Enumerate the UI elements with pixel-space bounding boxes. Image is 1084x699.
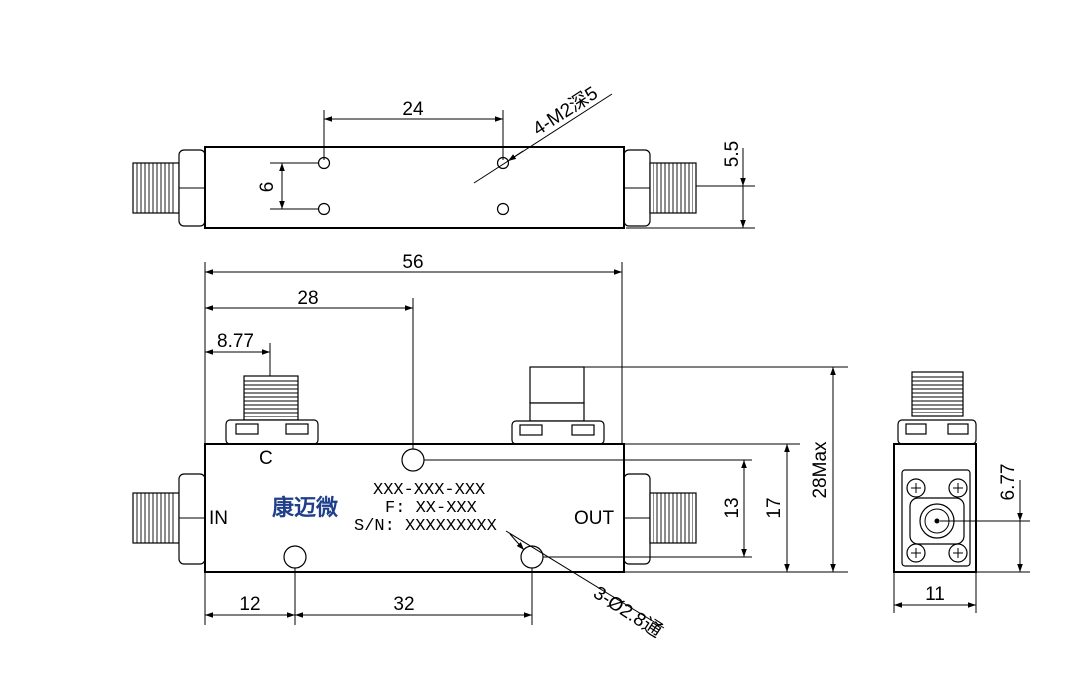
- front-view: C IN OUT 康迈微 XXX-XXX-XXX F: XX-XXX S/N: …: [132, 252, 848, 642]
- marking-frequency: F: XX-XXX: [385, 499, 477, 518]
- dim-28: 28: [297, 288, 318, 309]
- in-connector: [132, 473, 206, 565]
- out-connector: [623, 473, 697, 565]
- marking-serial: S/N: XXXXXXXXX: [354, 517, 497, 536]
- dim-12: 12: [239, 594, 260, 615]
- brand-logo: 康迈微: [272, 495, 338, 521]
- thread-callout: 4-M2深5: [529, 82, 602, 140]
- dim-56: 56: [402, 252, 423, 273]
- front-hole-1: [401, 448, 425, 472]
- dim-8-77: 8.77: [217, 331, 254, 352]
- dim-17: 17: [764, 497, 785, 518]
- termination-load: [511, 366, 605, 445]
- dim-6: 6: [257, 182, 278, 193]
- dim-13: 13: [722, 497, 743, 518]
- port-label-out: OUT: [574, 508, 615, 529]
- dim-24: 24: [402, 99, 424, 120]
- side-view: 6.77 11: [893, 371, 1030, 613]
- dim-32: 32: [393, 594, 414, 615]
- side-connector-face: [909, 497, 965, 545]
- top-left-connector: [132, 149, 206, 227]
- top-body: [204, 146, 625, 229]
- hole-callout: 3-Ø2.8通: [589, 582, 666, 642]
- dim-6-77: 6.77: [998, 464, 1019, 501]
- top-view: 24 6 4-M2深5 5.5: [132, 82, 755, 229]
- front-hole-2: [283, 545, 307, 569]
- dim-11: 11: [925, 584, 945, 605]
- front-hole-3: [520, 545, 544, 569]
- top-hole-2: [317, 202, 331, 216]
- top-hole-4: [496, 202, 510, 216]
- marking-model: XXX-XXX-XXX: [373, 481, 485, 500]
- top-right-connector: [623, 149, 697, 227]
- port-label-coupled: C: [259, 448, 273, 469]
- dim-5-5: 5.5: [722, 141, 743, 167]
- dim-28-max: 28Max: [810, 441, 831, 499]
- port-label-in: IN: [209, 508, 228, 529]
- coupled-connector: [225, 375, 319, 445]
